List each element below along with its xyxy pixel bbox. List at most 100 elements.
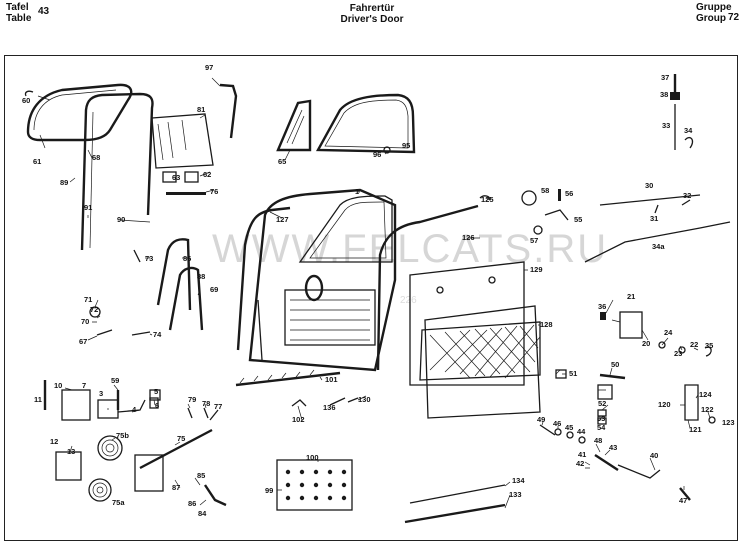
part-77: [209, 409, 219, 421]
window-seal: [236, 206, 291, 351]
callout-56: 56: [565, 189, 573, 198]
callout-79: 79: [188, 395, 196, 404]
clip-63: [162, 171, 177, 183]
callout-74: 74: [153, 330, 162, 339]
pin-56: [558, 189, 561, 201]
vent-frame-86: [156, 238, 192, 311]
callout-44: 44: [577, 427, 586, 436]
part-45: [566, 431, 574, 439]
callout-86: 86: [183, 254, 191, 263]
callout-122: 122: [701, 405, 714, 414]
part-52: [597, 384, 613, 400]
callout-136: 136: [323, 403, 336, 412]
callout-71: 71: [84, 295, 92, 304]
diagram-frame: [4, 55, 738, 541]
part-44: [578, 436, 586, 444]
callout-85: 85: [197, 471, 205, 480]
callout-125: 125: [481, 195, 494, 204]
callout-36: 36: [598, 302, 606, 311]
callout-87: 87: [172, 483, 180, 492]
window-channel-outer: [24, 83, 133, 142]
callout-101: 101: [325, 375, 338, 384]
callout-77: 77: [214, 402, 222, 411]
callout-38: 38: [660, 90, 668, 99]
part-43: [594, 453, 619, 472]
part-79: [187, 407, 193, 419]
callout-7: 7: [82, 381, 86, 390]
callout-49: 49: [537, 415, 545, 424]
callout-57: 57: [530, 236, 538, 245]
page-title: Fahrertür Driver's Door: [0, 3, 744, 25]
hinge-124: [684, 384, 699, 421]
door-seal-strip: [376, 204, 479, 371]
callout-42: 42: [576, 459, 584, 468]
callout-90: 90: [117, 215, 125, 224]
rod-30: [599, 194, 701, 206]
callout-53: 53: [597, 414, 605, 423]
channel-strip: [166, 192, 206, 195]
callout-70: 70: [81, 317, 89, 326]
part-35: [704, 346, 712, 357]
callout-65: 65: [278, 157, 286, 166]
callout-5: 5: [154, 387, 158, 396]
callout-1: 1: [355, 187, 359, 196]
regulator-plate-7: [61, 389, 91, 421]
callout-75a: 75a: [112, 498, 125, 507]
part-36: [600, 312, 606, 320]
callout-81: 81: [197, 105, 205, 114]
vent-frame-69: [168, 266, 204, 331]
callout-61: 61: [33, 157, 41, 166]
callout-34: 34: [684, 126, 693, 135]
callout-88: 88: [197, 272, 205, 281]
part-24: [658, 341, 666, 349]
callout-41: 41: [578, 450, 586, 459]
watermark-subtext: 226: [400, 295, 417, 306]
regulator-arm-75: [139, 428, 213, 470]
callout-120: 120: [658, 400, 671, 409]
callout-99: 99: [265, 486, 273, 495]
callout-69: 69: [210, 285, 218, 294]
callout-21: 21: [627, 292, 635, 301]
callout-102: 102: [292, 415, 305, 424]
part-6: [149, 397, 159, 409]
screw-96: [383, 146, 391, 154]
callout-50: 50: [611, 360, 619, 369]
callout-35: 35: [705, 341, 713, 350]
callout-46: 46: [553, 419, 561, 428]
callout-32: 32: [683, 191, 691, 200]
callout-91: 91: [84, 203, 92, 212]
callout-68: 68: [92, 153, 100, 162]
table-number: 43: [38, 6, 50, 17]
title-en: Driver's Door: [340, 14, 404, 25]
clip-32: [681, 199, 691, 206]
crank-84: [204, 484, 227, 507]
table-label-de: Tafel: [6, 2, 29, 13]
part-130: [347, 397, 359, 403]
callout-73: 73: [145, 254, 153, 263]
mirror-58: [521, 190, 537, 206]
group-label-en: Group: [696, 13, 726, 24]
guide-bracket: [219, 83, 238, 139]
callout-126: 126: [462, 233, 475, 242]
callout-33: 33: [662, 121, 670, 130]
callout-97: 97: [205, 63, 213, 72]
part-54: [597, 417, 607, 425]
part-46: [554, 428, 562, 436]
part-73: [133, 249, 141, 263]
door-bottom-strip: [235, 371, 341, 387]
callout-labels: 60 61 68 89 91 90 97 81 63 62 76 65 96 9…: [22, 63, 735, 518]
callout-127: 127: [276, 215, 289, 224]
part-74: [131, 331, 151, 336]
callout-20: 20: [642, 339, 650, 348]
callout-37: 37: [661, 73, 669, 82]
group-number: 72: [728, 12, 740, 23]
nut-38: [670, 92, 680, 100]
handle-40: [617, 464, 661, 479]
callout-62: 62: [203, 170, 211, 179]
knob-57: [533, 225, 543, 235]
callout-130: 130: [358, 395, 371, 404]
part-102: [291, 399, 307, 407]
regulator-gear: [134, 454, 164, 492]
callout-6: 6: [155, 401, 159, 410]
